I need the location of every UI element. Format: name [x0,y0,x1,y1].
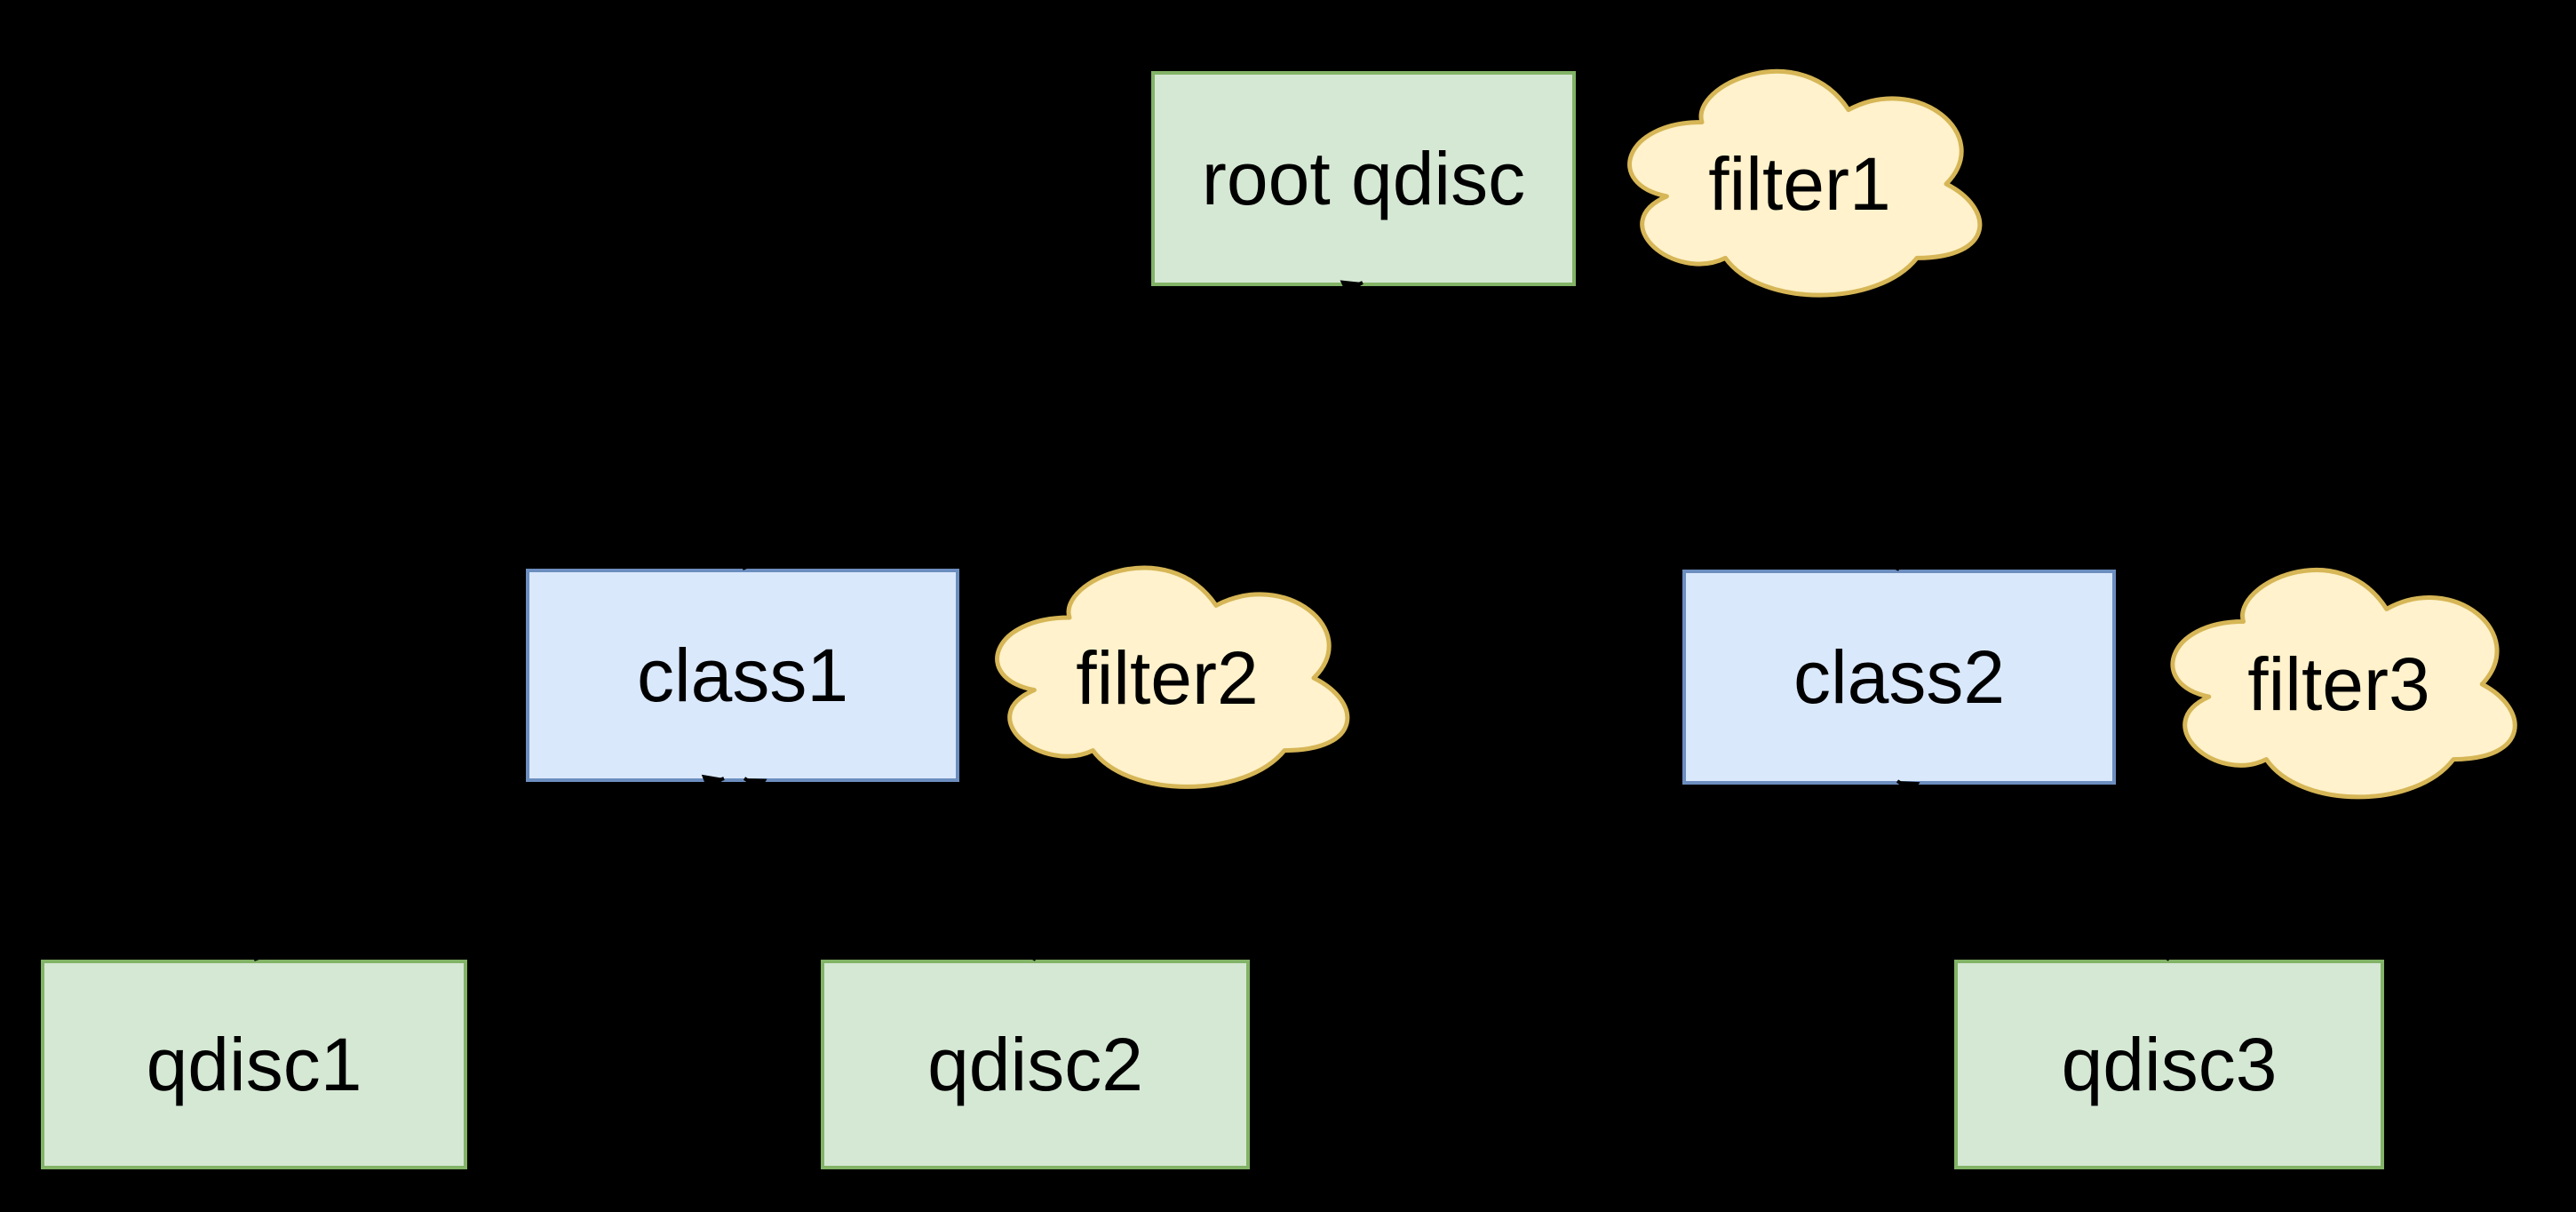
filter2-label: filter2 [1076,636,1259,720]
edge-qdisc1-to-class1 [253,774,725,961]
node-class2: class2 [1682,570,2116,785]
node-qdisc2: qdisc2 [821,960,1250,1169]
node-qdisc1: qdisc1 [41,960,467,1169]
node-filter2: filter2 [972,557,1363,799]
qdisc2-label: qdisc2 [927,1023,1143,1106]
node-class1: class1 [526,569,959,782]
edge-qdisc2-to-class1 [743,777,1038,961]
class1-label: class1 [636,634,849,717]
edge-class1-to-root-qdisc [742,280,1364,570]
node-filter3: filter3 [2148,559,2530,809]
node-filter1: filter1 [1604,60,1995,307]
filter1-label: filter1 [1708,142,1891,226]
filter2-cloud-shape [995,565,1350,789]
node-root-qdisc: root qdisc [1151,71,1576,286]
edge-qdisc3-to-class2 [1896,779,2171,961]
filter3-label: filter3 [2247,642,2430,726]
node-qdisc3: qdisc3 [1954,960,2384,1169]
qdisc3-label: qdisc3 [2061,1023,2278,1106]
class2-label: class2 [1793,635,2006,719]
filter3-cloud-shape [2170,568,2517,800]
qdisc1-label: qdisc1 [146,1023,362,1106]
root-qdisc-label: root qdisc [1201,137,1526,220]
edge-class2-to-root-qdisc [1369,291,1900,571]
filter1-cloud-shape [1627,69,1983,298]
